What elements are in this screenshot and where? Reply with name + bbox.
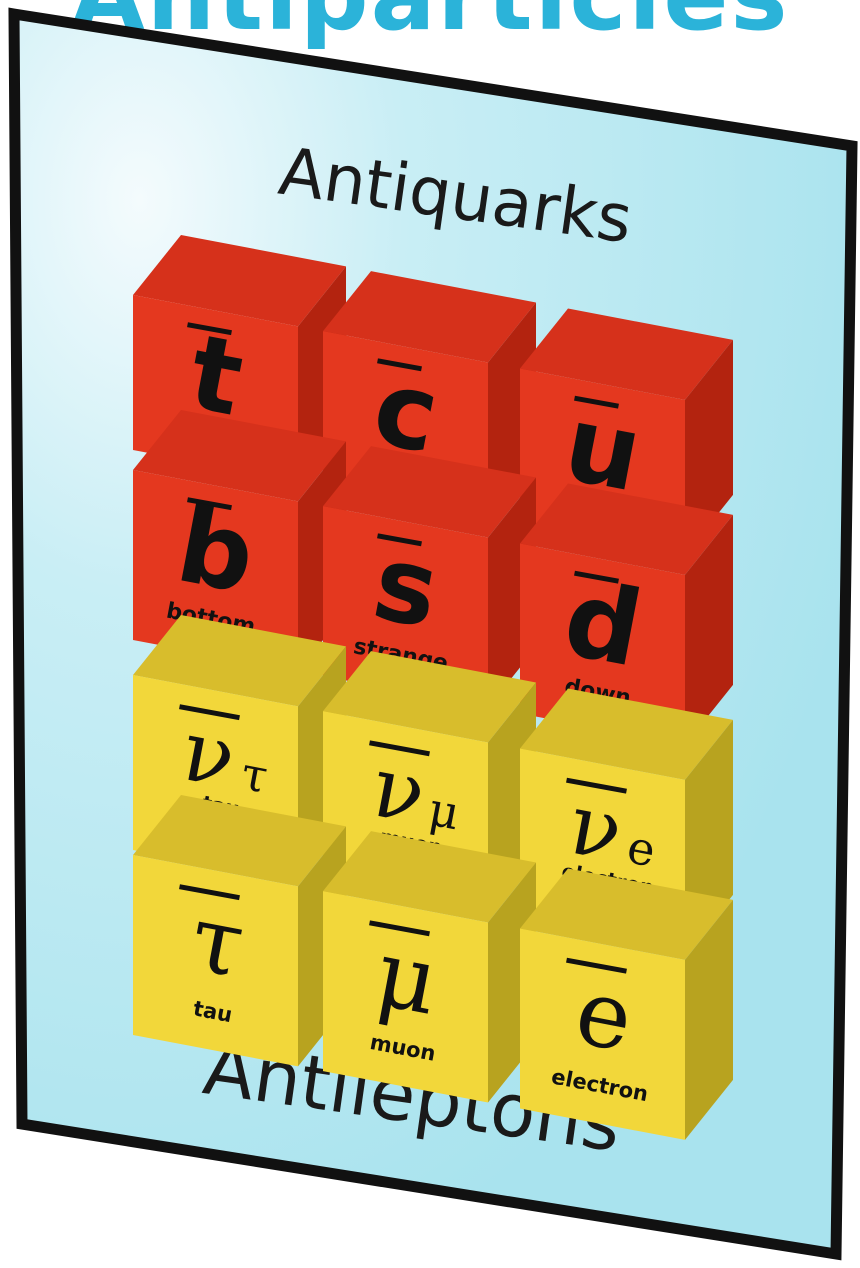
antiparticle-bar <box>377 358 422 372</box>
cube-top-face <box>323 446 536 538</box>
antiparticle-bar <box>377 533 422 547</box>
cube-top-face <box>133 615 346 707</box>
antiparticle-bar <box>369 920 430 937</box>
cube-top-face <box>133 795 346 887</box>
antiparticle-bar <box>574 395 619 409</box>
cube-top-face <box>520 483 733 575</box>
antiparticle-bar <box>574 570 619 584</box>
cube-front-face <box>323 891 488 1103</box>
cube-top-face <box>323 831 536 923</box>
cube-side-face <box>685 899 733 1140</box>
cube-front-face <box>323 506 488 708</box>
cube-top-face <box>520 868 733 960</box>
antiparticle-bar <box>187 322 232 336</box>
cube-grid: ttopccharmuupbbottomsstrangeddownντtaune… <box>133 235 733 1140</box>
cube-side-face <box>685 339 733 555</box>
cube-side-face <box>685 514 733 745</box>
cube-front-face <box>133 855 298 1067</box>
antiparticle-bar <box>369 740 430 757</box>
cube-front-face <box>133 470 298 672</box>
antiparticle-bar <box>566 777 627 794</box>
cube-top-face <box>323 271 536 363</box>
cube-top-face <box>520 308 733 400</box>
cube-top-face <box>520 688 733 780</box>
antiparticle-bar <box>566 957 627 974</box>
antiparticle-bar <box>179 884 240 901</box>
cube-front-face <box>520 543 685 745</box>
cube-top-face <box>323 651 536 743</box>
antiparticle-bar <box>187 497 232 511</box>
cube-top-face <box>133 410 346 502</box>
cube-top-face <box>133 235 346 327</box>
antiparticle-bar <box>179 704 240 721</box>
cube-front-face <box>520 928 685 1140</box>
